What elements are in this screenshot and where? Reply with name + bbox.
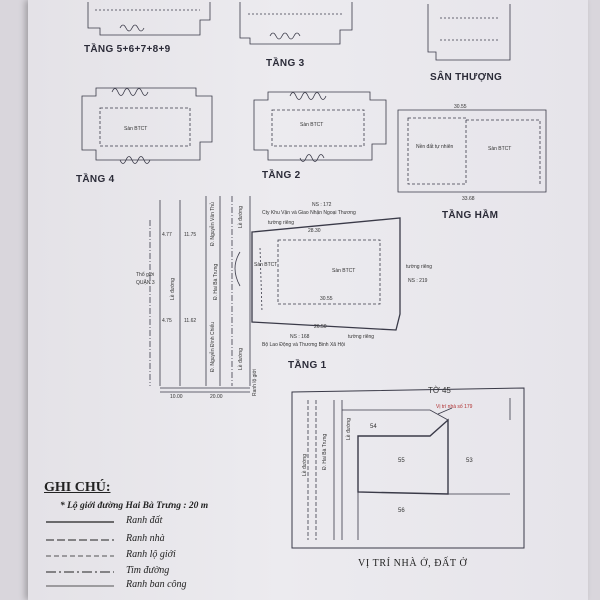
dim-4-77: 4.77 (162, 232, 172, 238)
text-san-btct-t2: Sàn BTCT (300, 122, 324, 128)
legend-label: Ranh lộ giới (126, 549, 176, 560)
text-san-btct-t1-a: Sàn BTCT (254, 262, 278, 268)
legend-item-ranh-ban-cong: Ranh ban công (40, 579, 260, 593)
legend-item-ranh-dat: Ranh đất (40, 515, 260, 529)
street-le-duong-left: Lề đường (170, 278, 176, 300)
text-tuong-rieng-top: tường riêng (268, 220, 295, 226)
text-bo-lao-dong: Bộ Lao Động và Thương Binh Xã Hội (262, 342, 345, 348)
legend-label: Tim đường (126, 565, 170, 576)
parcel-53: 53 (466, 458, 473, 464)
text-san-btct-t4: Sàn BTCT (124, 126, 148, 132)
legend-note: * Lộ giới đường Hai Bà Trưng : 20 m (60, 501, 209, 511)
parcel-56: 56 (398, 508, 405, 514)
text-tuong-rieng-bottom: tường riêng (348, 334, 375, 340)
dim-11-62: 11.62 (184, 318, 197, 324)
site-note: Vị trí nhà số 179 (436, 404, 473, 410)
legend-item-ranh-nha: Ranh nhà (40, 533, 260, 547)
legend-label: Ranh đất (126, 515, 163, 526)
site-street-le-duong: Lề đường (302, 454, 308, 476)
legend-item-tim-duong: Tim đường (40, 565, 260, 579)
dim-26-50: 26.50 (314, 324, 327, 330)
label-tang-1: TẦNG 1 (288, 360, 327, 371)
label-tang-2: TẦNG 2 (262, 170, 301, 181)
dim-30-55-t1: 30.55 (320, 296, 333, 302)
site-sheet-label: TỜ 45 (428, 386, 451, 395)
label-tang-5-9: TẦNG 5+6+7+8+9 (84, 44, 171, 55)
text-ranh-lo-gioi-vertical: Ranh lộ giới (252, 369, 258, 396)
parcel-54: 54 (370, 424, 377, 430)
street-nguyen-van-thu: Đ. Nguyễn Văn Thủ (210, 202, 216, 246)
text-nen-dat: Nền đất tự nhiên (416, 144, 454, 150)
parcel-55: 55 (398, 458, 405, 464)
site-street-le-duong-2: Lề đường (346, 418, 352, 440)
text-quan-3: QUẬN 3 (136, 280, 155, 286)
text-ns-168: NS : 168 (290, 334, 310, 340)
text-cty-khu-van: Cty Khu Vận và Giao Nhận Ngoại Thương (262, 210, 356, 216)
dim-33-68: 33.68 (462, 196, 475, 202)
text-the-gioi: Thổ giới (136, 272, 155, 278)
legend-item-ranh-lo-gioi: Ranh lộ giới (40, 549, 260, 563)
label-san-thuong: SÂN THƯỢNG (430, 72, 503, 83)
text-san-btct-ham: Sàn BTCT (488, 146, 512, 152)
text-san-btct-t1-b: Sàn BTCT (332, 268, 356, 274)
label-tang-3: TẦNG 3 (266, 58, 305, 69)
dim-11-75: 11.75 (184, 232, 197, 238)
dim-28-30: 28.30 (308, 228, 321, 234)
street-le-duong-top: Lề đường (238, 206, 244, 228)
legend-label: Ranh nhà (126, 533, 165, 544)
street-hai-ba-trung: Đ. Hai Bà Trưng (213, 263, 219, 300)
location-caption: VỊ TRÍ NHÀ Ở, ĐẤT Ở (358, 558, 468, 569)
text-ns-219: NS : 219 (408, 278, 428, 284)
street-nguyen-dinh-chieu: Đ. Nguyễn Đình Chiểu (210, 321, 216, 372)
legend-title: GHI CHÚ: (44, 480, 111, 495)
label-tang-4: TẦNG 4 (76, 174, 115, 185)
dim-10-00: 10.00 (170, 394, 183, 400)
street-le-duong-bottom: Lề đường (238, 348, 244, 370)
dim-20-00: 20.00 (210, 394, 223, 400)
dim-30-55: 30.55 (454, 104, 467, 110)
legend-label: Ranh ban công (126, 579, 187, 590)
site-street-hai-ba-trung: Đ. Hai Bà Trưng (322, 433, 328, 470)
text-tuong-rieng-right: tường riêng (406, 264, 433, 270)
label-tang-ham: TẦNG HẦM (442, 210, 499, 221)
text-ns-172: NS : 172 (312, 202, 332, 208)
dim-4-75: 4.75 (162, 318, 172, 324)
